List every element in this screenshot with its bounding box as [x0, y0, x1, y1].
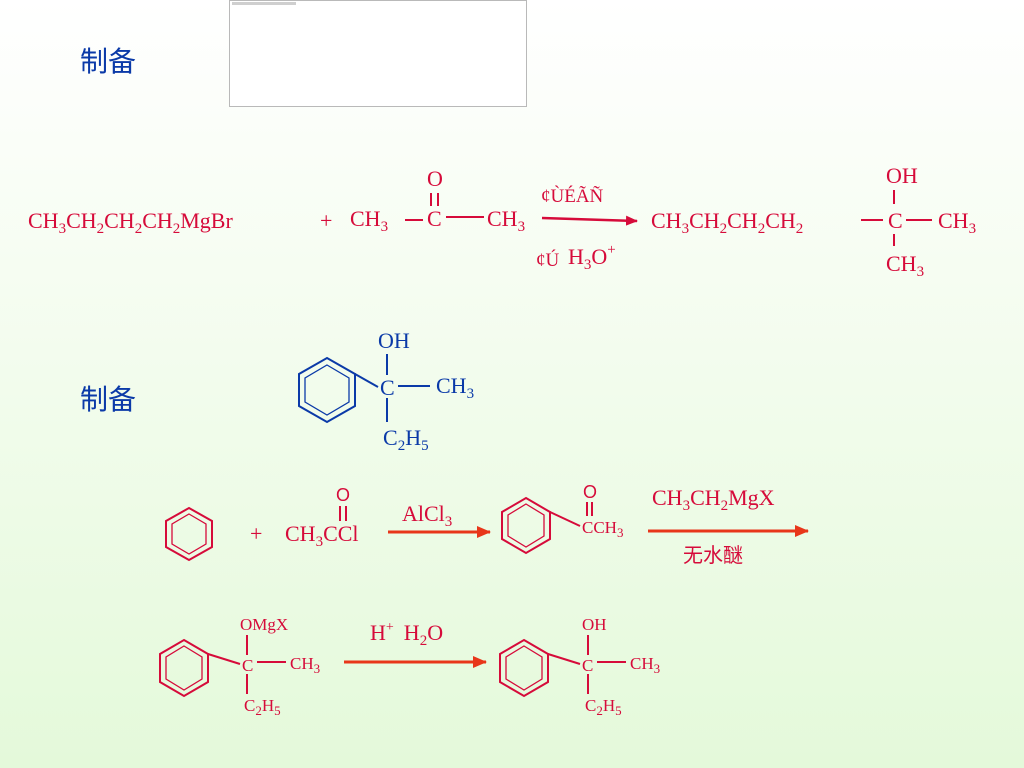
acetyl-chloride: CH3CCl O [285, 485, 359, 550]
reaction-arrow-4: H+H2O [344, 620, 487, 668]
benzene-ring [298, 356, 356, 424]
plus-sign-2: + [250, 521, 262, 546]
svg-text:CH3CH2CH2CH2: CH3CH2CH2CH2 [651, 208, 803, 237]
acetophenone-product: O CCH3 [501, 482, 623, 555]
catalyst-label: AlCl3 [402, 501, 452, 530]
svg-text:C: C [427, 206, 442, 231]
svg-text:C: C [888, 208, 903, 233]
svg-text:CH3: CH3 [350, 206, 388, 235]
svg-text:CH3: CH3 [290, 654, 320, 676]
svg-text:C2H5: C2H5 [383, 425, 429, 454]
heading-prepare-1: 制备 [80, 45, 137, 78]
embedded-object-placeholder[interactable] [229, 0, 527, 107]
magnesium-alkoxide-intermediate: C OMgX CH3 C2H5 [159, 615, 320, 718]
grignard-reagent: CH3CH2CH2CH2MgBr [28, 208, 233, 237]
tertiary-alcohol-product: CH3CH2CH2CH2 C CH3 OH CH3 [651, 163, 976, 280]
condition-step-2: H3O+ [568, 242, 616, 273]
svg-text:CH3: CH3 [487, 206, 525, 235]
reaction-arrow-1: ¢ÙÉÃÑ ¢Ú H3O+ [536, 185, 638, 273]
svg-text:C: C [242, 656, 253, 675]
svg-text:CH3: CH3 [630, 654, 660, 676]
condition-step-1: ¢ÙÉÃÑ [541, 185, 604, 207]
svg-text:C: C [582, 656, 593, 675]
reaction-arrow-2: AlCl3 [388, 501, 491, 538]
benzene-reactant [165, 506, 213, 562]
svg-text:CH3: CH3 [886, 251, 924, 280]
svg-text:O: O [583, 482, 597, 502]
svg-text:C2H5: C2H5 [585, 696, 622, 718]
heading-prepare-2: 制备 [80, 383, 137, 416]
svg-text:C: C [380, 375, 395, 400]
hydrolysis-reagent: H+H2O [370, 620, 443, 649]
placeholder-caption-bar [232, 2, 296, 5]
reaction-arrow-3: CH3CH2MgX 无水醚 [648, 485, 809, 567]
svg-text:O: O [336, 485, 350, 505]
svg-text:CH3CH2CH2CH2MgBr: CH3CH2CH2CH2MgBr [28, 208, 233, 237]
target-molecule: C OH CH3 C2H5 [298, 328, 474, 454]
grignard-ethyl-reagent: CH3CH2MgX [652, 485, 775, 514]
svg-text:CCH3: CCH3 [582, 518, 623, 540]
svg-text:OH: OH [886, 163, 918, 188]
svg-text:CH3: CH3 [436, 373, 474, 402]
svg-text:CH3: CH3 [938, 208, 976, 237]
svg-text:OH: OH [378, 328, 410, 353]
acetone-molecule: CH3 C O CH3 [350, 166, 525, 235]
plus-sign-1: + [320, 208, 332, 233]
svg-text:OH: OH [582, 615, 607, 634]
svg-text:O: O [427, 166, 443, 191]
solvent-label: 无水醚 [683, 543, 743, 567]
svg-text:C2H5: C2H5 [244, 696, 281, 718]
svg-text:OMgX: OMgX [240, 615, 288, 634]
condition-step-2-marker: ¢Ú [536, 249, 560, 271]
final-alcohol-product: C OH CH3 C2H5 [499, 615, 660, 718]
svg-text:CH3CCl: CH3CCl [285, 521, 359, 550]
